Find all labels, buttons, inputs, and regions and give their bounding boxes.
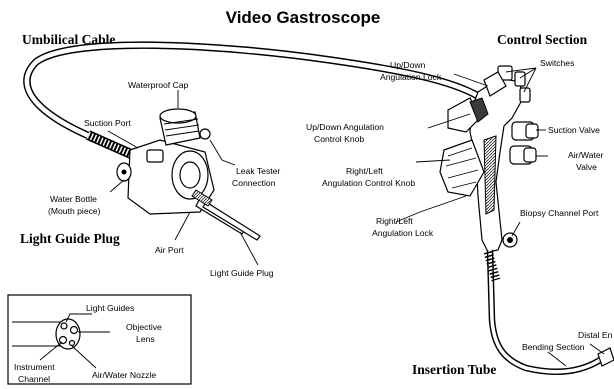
label-waterproof-cap: Waterproof Cap <box>128 80 189 90</box>
air-water-valve <box>510 146 536 164</box>
label-air-water-nozzle: Air/Water Nozzle <box>92 370 156 380</box>
label-suction-port: Suction Port <box>84 118 131 128</box>
label-bending-section: Bending Section <box>522 342 585 352</box>
label-biopsy-channel-port: Biopsy Channel Port <box>520 208 599 218</box>
label-light-guides: Light Guides <box>86 303 134 313</box>
label-switches: Switches <box>540 58 574 68</box>
waterproof-cap <box>160 109 210 145</box>
section-control-section: Control Section <box>497 32 588 47</box>
label-suction-valve: Suction Valve <box>548 125 600 135</box>
label-water-bottle: Water Bottle(Mouth piece) <box>48 194 101 216</box>
section-insertion-tube: Insertion Tube <box>412 362 496 377</box>
label-air-port: Air Port <box>155 245 184 255</box>
suction-valve <box>512 122 538 140</box>
label-distal-end: Distal En <box>578 330 613 340</box>
label-light-guide-plug: Light Guide Plug <box>210 268 274 278</box>
diagram-title: Video Gastroscope <box>226 8 381 27</box>
section-light-guide-plug: Light Guide Plug <box>20 231 120 246</box>
control-section-body <box>440 66 538 252</box>
insertion-tube <box>488 250 614 372</box>
